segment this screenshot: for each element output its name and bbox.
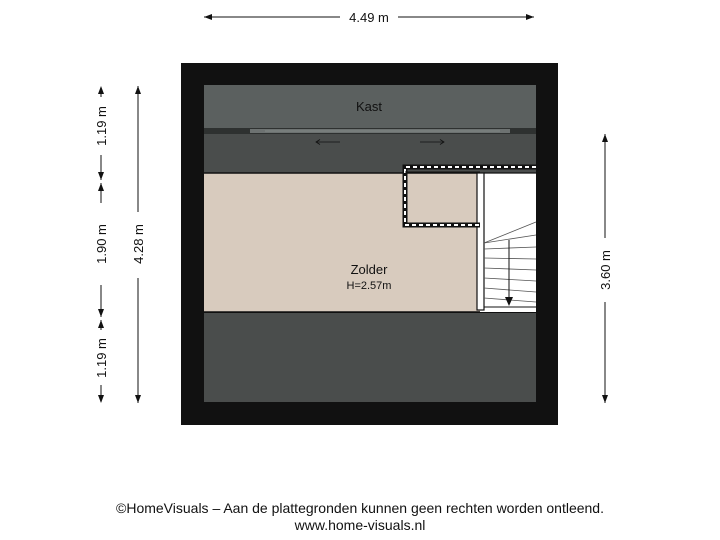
dimension-left-bottom-label: 1.19 m bbox=[94, 338, 109, 378]
sliding-arrows bbox=[315, 139, 445, 145]
kast-area bbox=[204, 85, 536, 128]
stairwell bbox=[476, 172, 537, 312]
dimension-left-top-label: 1.19 m bbox=[94, 106, 109, 146]
footer-website: www.home-visuals.nl bbox=[294, 517, 426, 533]
dimension-left-total: 4.28 m bbox=[131, 86, 146, 403]
dimension-left-middle-label: 1.90 m bbox=[94, 224, 109, 264]
dimension-left-total-label: 4.28 m bbox=[131, 224, 146, 264]
room-label-zolder: Zolder bbox=[351, 262, 389, 277]
room-label-kast: Kast bbox=[356, 99, 382, 114]
low-ceiling-bottom bbox=[204, 313, 536, 402]
dimension-left-chain: 1.19 m 1.90 m 1.19 m bbox=[94, 86, 109, 403]
dimension-right-label: 3.60 m bbox=[598, 250, 613, 290]
dimension-top-width-label: 4.49 m bbox=[349, 10, 389, 25]
dimension-top-width: 4.49 m bbox=[204, 10, 534, 25]
roof-hatch-outline bbox=[402, 164, 536, 228]
dimension-right: 3.60 m bbox=[598, 134, 613, 403]
stair-direction-arrow-icon bbox=[505, 297, 513, 306]
zolder-floor bbox=[204, 173, 480, 312]
room-height-zolder: H=2.57m bbox=[347, 280, 392, 292]
footer-disclaimer: ©HomeVisuals – Aan de plattegronden kunn… bbox=[116, 500, 604, 516]
